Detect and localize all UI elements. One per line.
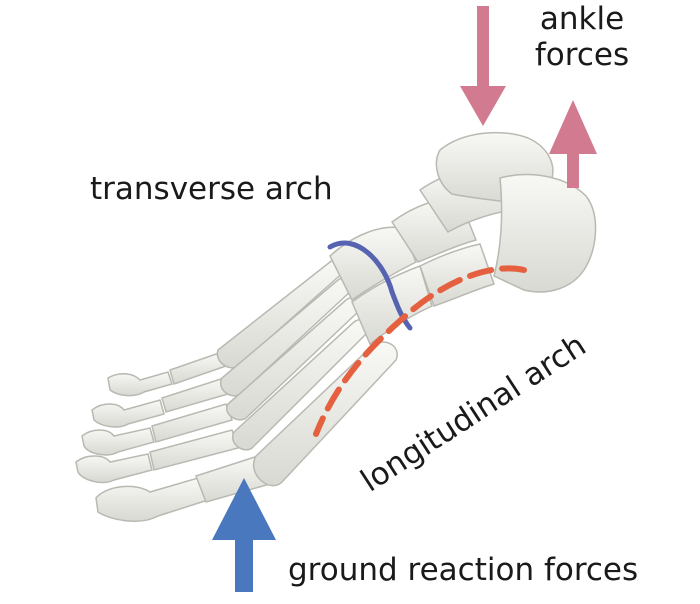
ankle-label-line2: forces [534,36,630,73]
heel-bones [435,131,597,293]
ankle-label-line1: ankle [539,1,625,37]
arrow-up-icon [549,100,597,188]
ground-arrow-up-icon [212,478,276,592]
arrow-down-icon [460,6,506,126]
ankle-forces-label: ankle forces [497,1,667,73]
phalanges [75,351,272,522]
longitudinal-arch-curve [313,265,527,437]
ground-reaction-forces-label: ground reaction forces [288,552,639,588]
transverse-arch-label: transverse arch [90,171,333,207]
